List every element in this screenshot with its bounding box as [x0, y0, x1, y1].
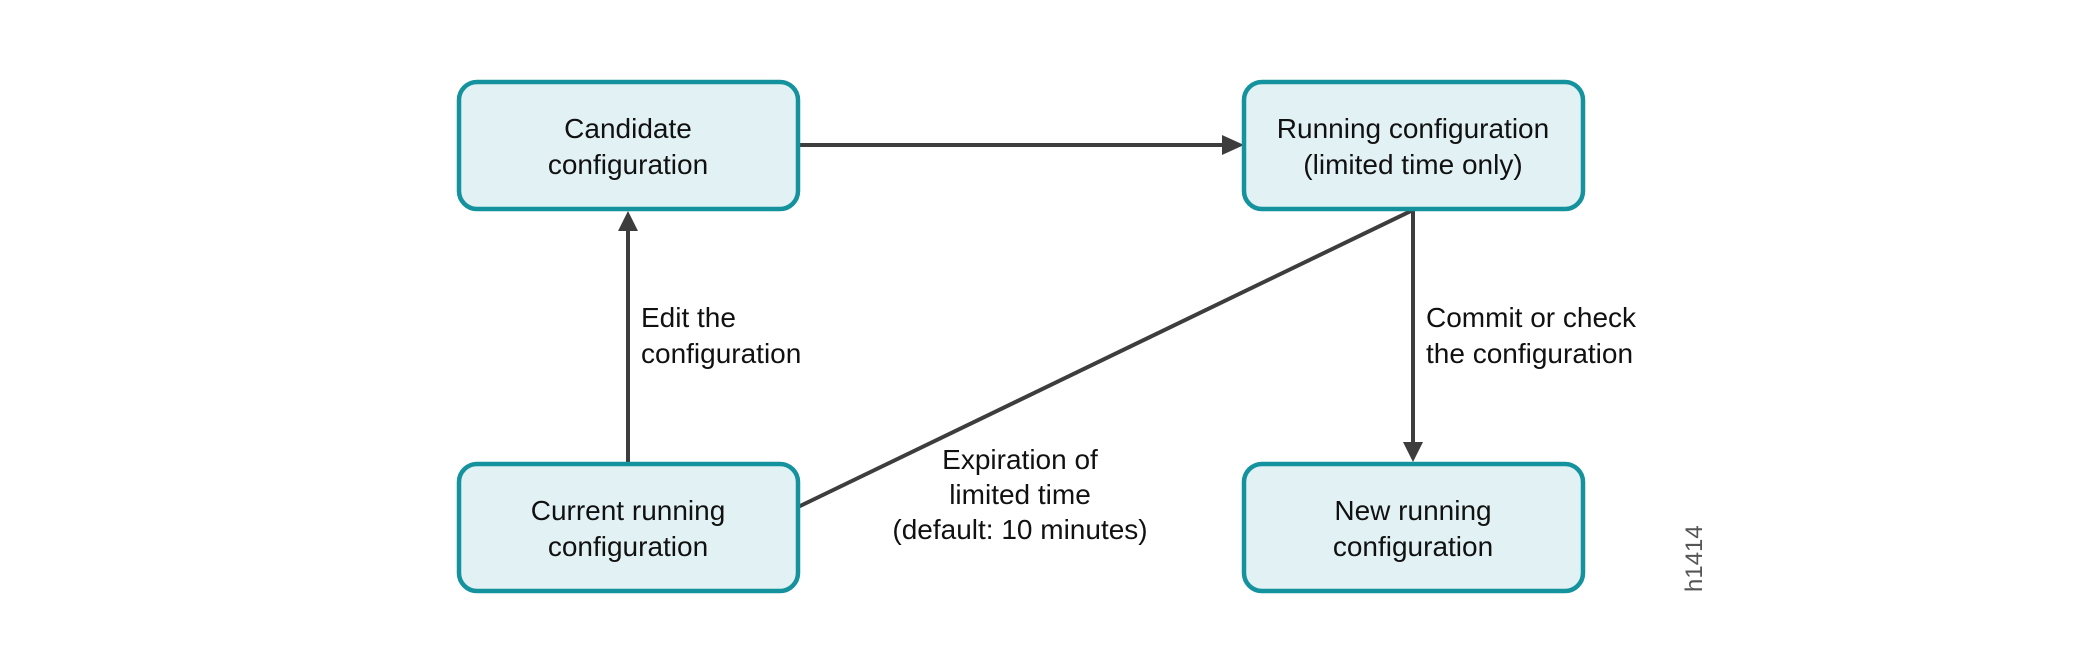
node-running-limited-line2: (limited time only)	[1303, 149, 1522, 180]
svg-text:(limited time only): (limited time only)	[1303, 149, 1522, 180]
svg-text:Edit the: Edit the	[641, 302, 736, 333]
svg-text:configuration: configuration	[548, 531, 708, 562]
arrowhead-down	[1403, 442, 1423, 462]
label-edit-line1: Edit the	[641, 302, 736, 333]
node-candidate-line2: configuration	[548, 149, 708, 180]
edge-candidate-to-running	[798, 135, 1244, 155]
arrowhead-up	[618, 211, 638, 231]
label-expiration: Expiration of limited time (default: 10 …	[892, 444, 1147, 545]
svg-text:New running: New running	[1334, 495, 1491, 526]
svg-text:Running configuration: Running configuration	[1277, 113, 1549, 144]
label-commit-check: Commit or check the configuration	[1426, 302, 1637, 369]
node-new-running-line1: New running	[1334, 495, 1491, 526]
node-candidate-line1: Candidate	[564, 113, 692, 144]
svg-text:Candidate: Candidate	[564, 113, 692, 144]
node-current-running-configuration: Current running configuration	[456, 461, 801, 594]
node-new-running-line2: configuration	[1333, 531, 1493, 562]
label-commit-line1: Commit or check	[1426, 302, 1637, 333]
svg-text:(default: 10 minutes): (default: 10 minutes)	[892, 514, 1147, 545]
label-expiration-line1: Expiration of	[942, 444, 1098, 475]
svg-text:configuration: configuration	[1333, 531, 1493, 562]
node-current-running-line1: Current running	[531, 495, 726, 526]
svg-text:configuration: configuration	[548, 149, 708, 180]
figure-id-text: h1414	[1681, 525, 1708, 592]
node-candidate-configuration: Candidate configuration	[456, 79, 801, 212]
svg-text:Expiration of: Expiration of	[942, 444, 1098, 475]
node-new-running-configuration: New running configuration	[1241, 461, 1586, 594]
arrowhead-right	[1222, 135, 1244, 155]
svg-text:Commit or check: Commit or check	[1426, 302, 1637, 333]
edge-running-to-new	[1403, 210, 1423, 462]
svg-text:Current running: Current running	[531, 495, 726, 526]
node-current-running-line2: configuration	[548, 531, 708, 562]
edge-running-to-current-expiration	[797, 208, 1414, 509]
figure-id: h1414	[1681, 525, 1708, 592]
svg-text:the configuration: the configuration	[1426, 338, 1633, 369]
label-edit-line2: configuration	[641, 338, 801, 369]
edge-current-to-candidate	[618, 211, 638, 463]
label-expiration-line2: limited time	[949, 479, 1091, 510]
label-edit-configuration: Edit the configuration	[641, 302, 801, 369]
svg-text:limited time: limited time	[949, 479, 1091, 510]
node-running-limited-line1: Running configuration	[1277, 113, 1549, 144]
label-expiration-line3: (default: 10 minutes)	[892, 514, 1147, 545]
svg-text:configuration: configuration	[641, 338, 801, 369]
label-commit-line2: the configuration	[1426, 338, 1633, 369]
node-running-configuration-limited: Running configuration (limited time only…	[1241, 79, 1586, 212]
